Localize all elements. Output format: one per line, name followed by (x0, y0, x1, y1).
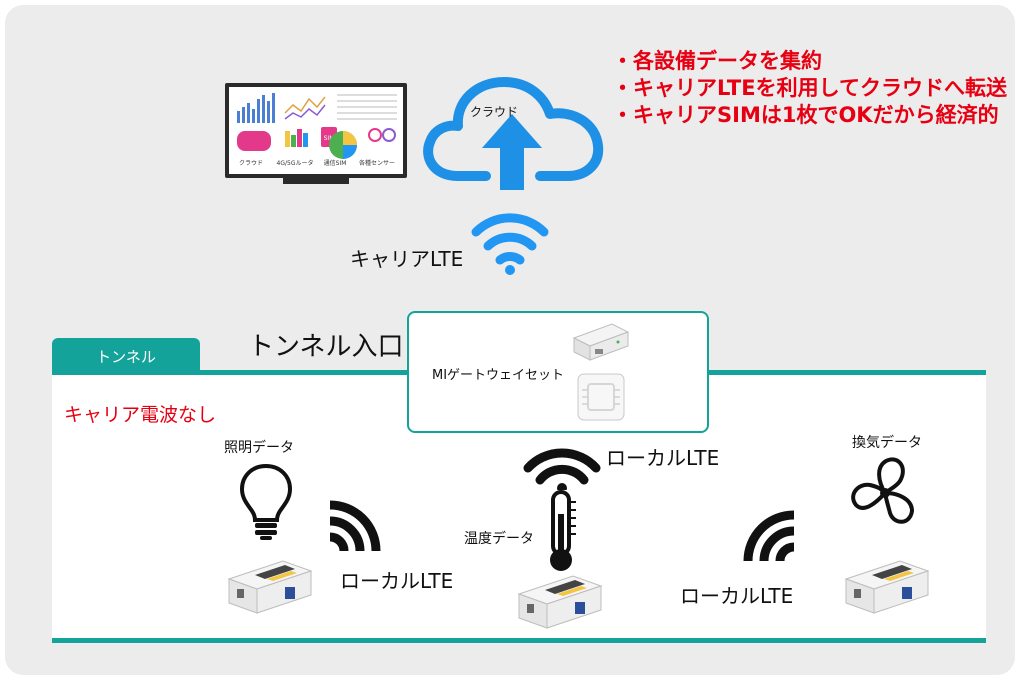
gateway-devices-icon (568, 318, 634, 428)
tunnel-entrance-label: トンネル入口 (248, 326, 403, 363)
monitor-label-router: 4G/5Gルータ (277, 159, 314, 167)
carrier-wifi-icon (470, 200, 550, 278)
no-carrier-signal-label: キャリア電波なし (64, 400, 216, 427)
local-lte-signal-icon (320, 495, 386, 555)
carrier-lte-label: キャリアLTE (350, 243, 463, 272)
fan-icon (848, 455, 922, 537)
local-lte-label: ローカルLTE (340, 565, 453, 594)
local-lte-label: ローカルLTE (680, 580, 793, 609)
monitor-label-sim: 通信SIM (324, 159, 347, 167)
temperature-data-label: 温度データ (464, 528, 534, 548)
monitor-label-sensor: 各種センサー (359, 159, 395, 167)
feature-item: ・キャリアSIMは1枚でOKだから経済的 (612, 102, 1007, 129)
tunnel-bottom-line (52, 638, 986, 643)
lte-router-temperature-icon (515, 570, 605, 632)
lte-router-ventilation-icon (842, 555, 932, 617)
tunnel-tab-label: トンネル (96, 346, 156, 367)
local-lte-signal-icon (738, 505, 804, 565)
thermometer-icon (540, 488, 586, 576)
feature-item: ・キャリアLTEを利用してクラウドへ転送 (612, 75, 1007, 102)
feature-item: ・各設備データを集約 (612, 48, 1007, 75)
tunnel-tab: トンネル (52, 338, 200, 375)
lte-router-lighting-icon (225, 555, 315, 617)
monitor-label-cloud: クラウド (239, 159, 263, 167)
local-lte-label: ローカルLTE (606, 442, 719, 471)
lighting-data-label: 照明データ (224, 437, 294, 457)
light-bulb-icon (238, 462, 294, 542)
gateway-label: MIゲートウェイセット (432, 364, 564, 383)
feature-list: ・各設備データを集約 ・キャリアLTEを利用してクラウドへ転送 ・キャリアSIM… (612, 48, 1007, 129)
dashboard-monitor: SIM クラウド 4G/5Gルータ 通信SIM 各種センサー (225, 83, 410, 193)
cloud-label: クラウド (470, 103, 518, 120)
local-lte-signal-icon (522, 438, 602, 490)
cloud-upload-icon (418, 58, 606, 193)
ventilation-data-label: 換気データ (852, 432, 922, 452)
